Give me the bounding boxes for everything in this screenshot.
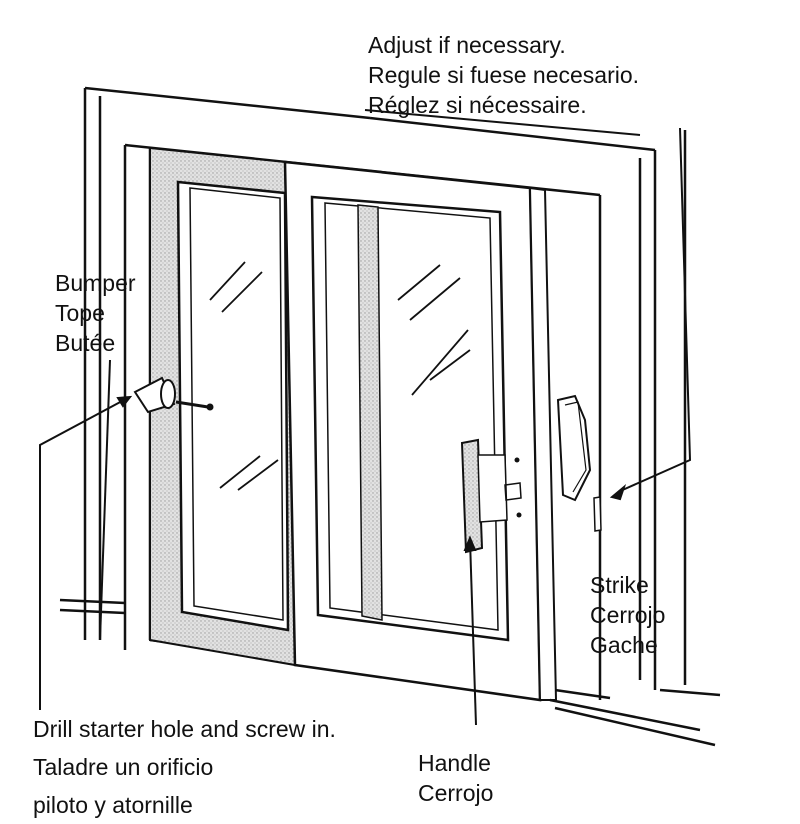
leader-lines <box>39 109 692 726</box>
adjust-label-es: Regule si fuese necesario. <box>368 62 640 88</box>
drill-label-es: Taladre un orificio <box>33 754 214 780</box>
strike-label-en: Strike <box>590 572 649 598</box>
floor-lines <box>59 598 716 747</box>
fixed-panel <box>149 146 297 667</box>
bumper-label-fr: Butée <box>55 330 116 356</box>
drill-label-es-2: piloto y atornille <box>33 792 193 818</box>
adjust-label: Adjust if necessary. Regule si fuese nec… <box>368 30 639 120</box>
bumper-part <box>133 376 214 414</box>
adjust-label-fr: Réglez si nécessaire. <box>368 92 587 118</box>
glass-reflections <box>209 261 471 491</box>
handle-part <box>460 438 522 554</box>
drill-label-en: Drill starter hole and screw in. <box>33 716 336 742</box>
strike-label-es: Cerrojo <box>590 602 666 628</box>
strike-label: Strike Cerrojo Gache <box>590 570 665 660</box>
bumper-label: Bumper Tope Butée <box>55 268 136 358</box>
drill-label: Drill starter hole and screw in. Taladre… <box>33 710 336 824</box>
strike-label-fr: Gache <box>590 632 658 658</box>
handle-label: Handle Cerrojo <box>418 748 493 808</box>
handle-label-es: Cerrojo <box>418 780 494 806</box>
bumper-label-es: Tope <box>55 300 105 326</box>
sliding-panel <box>283 160 558 702</box>
strike-part <box>556 394 602 532</box>
door-diagram <box>39 86 721 747</box>
outer-casing <box>83 86 721 697</box>
adjust-label-en: Adjust if necessary. <box>368 32 566 58</box>
handle-label-en: Handle <box>418 750 491 776</box>
bumper-label-en: Bumper <box>55 270 136 296</box>
